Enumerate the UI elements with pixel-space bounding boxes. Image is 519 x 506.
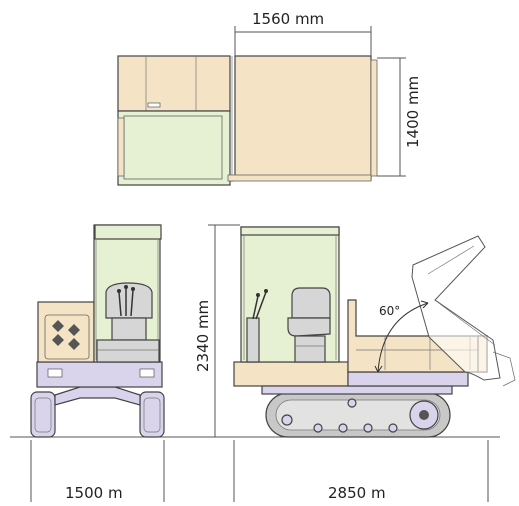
tilt-angle-label: 60° <box>379 304 400 318</box>
dim-top-depth: 1400 mm <box>404 76 422 148</box>
dim-overall-length: 2850 m <box>328 484 386 502</box>
front-right-track <box>139 391 165 438</box>
top-view: 1560 mm 1400 mm <box>117 10 422 186</box>
front-view: 1500 m <box>30 224 165 502</box>
front-left-track <box>30 391 56 438</box>
dim-overall-height: 2340 mm <box>194 300 212 372</box>
dim-top-width: 1560 mm <box>252 10 324 28</box>
side-dump-bed-raised <box>411 235 501 381</box>
side-chassis <box>233 361 349 387</box>
top-view-dump-bed <box>234 55 372 181</box>
top-view-engine-block <box>117 55 231 112</box>
dim-track-width: 1500 m <box>65 484 123 502</box>
side-view: 2340 mm <box>194 224 516 502</box>
